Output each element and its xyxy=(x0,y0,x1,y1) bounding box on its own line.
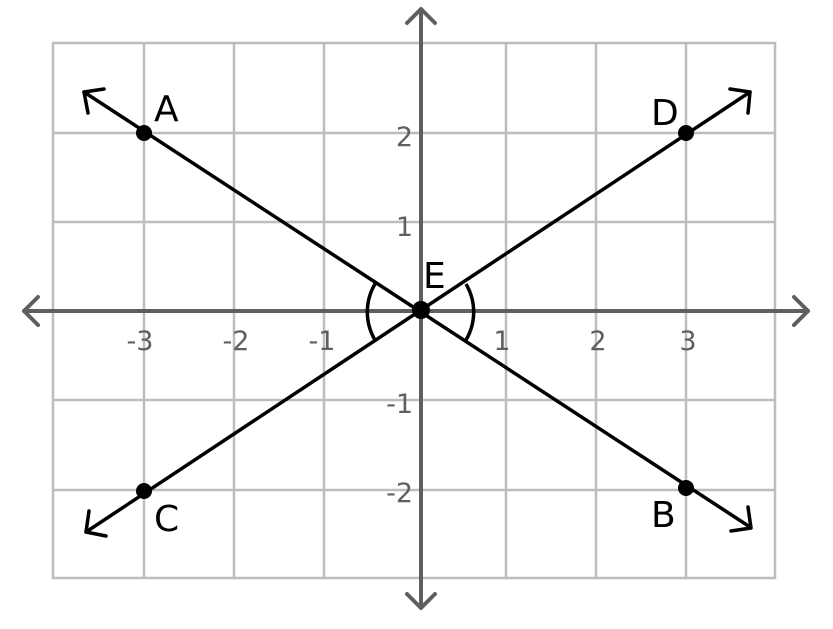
line-CD-arrow-start-icon xyxy=(84,509,108,538)
point-D xyxy=(678,125,694,141)
x-tick-label: 2 xyxy=(589,326,606,357)
point-C xyxy=(136,483,152,499)
point-label-B: B xyxy=(651,495,676,536)
x-tick-label: -1 xyxy=(309,326,336,357)
point-A xyxy=(136,125,152,141)
line-CD-arrow-end-icon xyxy=(728,87,752,115)
y-axis-up-arrow-icon xyxy=(405,7,437,25)
y-tick-label: -2 xyxy=(386,478,413,509)
x-tick-label: -3 xyxy=(127,326,154,357)
y-tick-label: 2 xyxy=(396,122,413,153)
x-tick-label: 1 xyxy=(493,326,510,357)
x-tick-label: 3 xyxy=(679,326,696,357)
point-E xyxy=(412,301,430,319)
angle-mark-DEB xyxy=(464,283,476,341)
angle-mark-AEC xyxy=(365,283,377,341)
x-axis-left-arrow-icon xyxy=(22,295,40,327)
line-AB-arrow-start-icon xyxy=(82,87,106,115)
line-AB-arrow-end-icon xyxy=(729,505,753,533)
y-tick-label: 1 xyxy=(396,212,413,243)
point-label-E: E xyxy=(423,256,446,297)
x-tick-label: -2 xyxy=(223,326,250,357)
x-axis-right-arrow-icon xyxy=(792,295,810,327)
point-label-A: A xyxy=(154,89,179,130)
tick-labels: -3 -2 -1 1 2 3 2 1 -1 -2 xyxy=(127,122,697,509)
point-B xyxy=(678,480,694,496)
y-tick-label: -1 xyxy=(386,389,413,420)
point-label-C: C xyxy=(154,499,179,540)
point-label-D: D xyxy=(651,93,679,134)
y-axis-down-arrow-icon xyxy=(405,592,437,610)
